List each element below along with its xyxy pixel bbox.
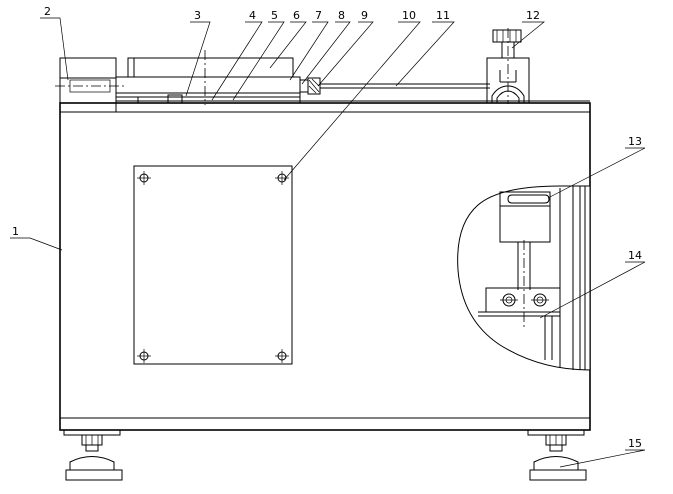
front-panel [133,165,293,365]
callout-10: 10 [402,9,416,22]
callout-15: 15 [628,437,642,450]
callout-9: 9 [361,9,368,22]
foot-left [63,429,123,481]
callout-7: 7 [315,9,322,22]
screw-top-right [275,171,289,185]
left-block [55,57,125,113]
foot-right [527,429,587,481]
screw-top-left [137,171,151,185]
callout-3: 3 [194,9,201,22]
callout-4: 4 [249,9,256,22]
callout-14: 14 [628,249,642,262]
callout-6: 6 [293,9,300,22]
cutaway-view [457,185,591,371]
clamp [486,28,530,104]
callout-5: 5 [271,9,278,22]
leader-lines [10,17,646,468]
callout-8: 8 [338,9,345,22]
screw-bottom-right [275,349,289,363]
screw-bottom-left [137,349,151,363]
callout-1: 1 [12,225,19,238]
slide-table [115,50,321,105]
callout-2: 2 [44,5,51,18]
guide-rod [116,83,590,102]
callout-labels: 1 2 3 4 5 6 7 8 9 10 11 12 13 14 15 [12,5,642,450]
callout-12: 12 [526,9,540,22]
callout-11: 11 [436,9,450,22]
callout-13: 13 [628,135,642,148]
